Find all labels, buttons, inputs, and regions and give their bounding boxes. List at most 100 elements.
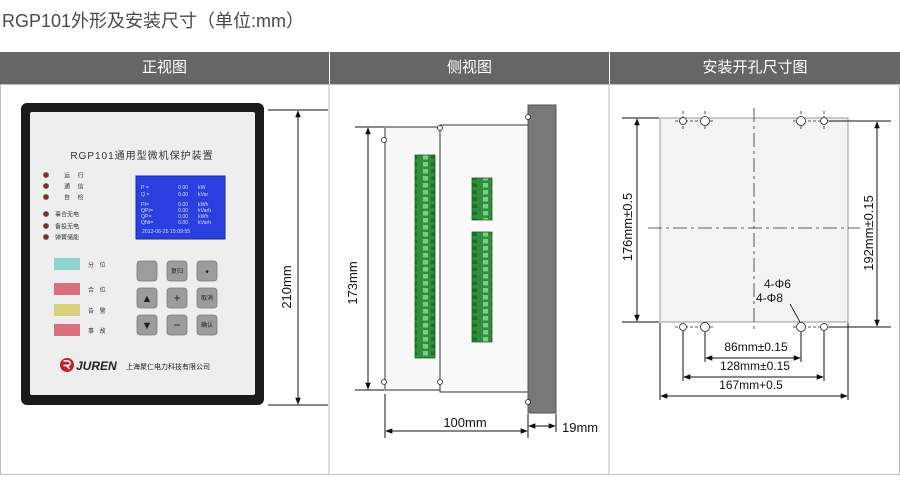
terminal-block-lower (471, 231, 493, 343)
side-depth-label: 100mm (443, 415, 486, 430)
status-led-group: 运 行 通 信 自 检 (43, 172, 87, 202)
width-128-label: 128mm±0.15 (720, 359, 790, 373)
led-label-comm: 通 信 (64, 183, 87, 191)
led-icon (43, 234, 49, 240)
mounting-hole-group (675, 111, 832, 332)
brand-logo: JUREN 上海聚仁电力科技有限公司 (60, 358, 210, 373)
indicator-label-fault: 事 故 (88, 327, 108, 335)
indicator-label-open: 分 位 (88, 261, 108, 269)
lcd-screen: P = 0.00 kW Q = 0.00 kVar Pt= 0.00 kWh Q… (135, 175, 226, 240)
screw-icon (525, 114, 531, 120)
cutout-height-dimension (622, 117, 659, 323)
lcd-label: P = (141, 185, 149, 191)
keypad: 复归 • ▲ + 取消 ▼ − 确认 (136, 260, 218, 336)
dimension-drawing: RGP101通用型微机保护装置 运 行 通 信 自 检 事合无电 备投无电 弹簧… (0, 84, 900, 475)
lcd-label: Pt= (141, 202, 149, 208)
lcd-unit: kVar (198, 192, 209, 198)
lcd-unit: kWh (198, 214, 208, 220)
mounting-panel (527, 104, 557, 414)
lcd-unit: kW (198, 185, 206, 191)
lcd-value: 0.00 (178, 192, 188, 198)
lcd-value: 0.00 (178, 202, 188, 208)
device-title: RGP101通用型微机保护装置 (70, 149, 213, 162)
key-reset (166, 260, 188, 282)
lcd-value: 0.00 (178, 185, 188, 191)
screw-icon (437, 125, 443, 131)
key-cancel (196, 287, 218, 309)
key-label-cancel: 取消 (201, 294, 213, 302)
indicator-label-warning: 告 警 (88, 307, 108, 315)
hole-icon (679, 323, 687, 331)
key-minus (166, 314, 188, 336)
width-86-label: 86mm±0.15 (724, 340, 788, 354)
key-label-confirm: 确认 (201, 321, 213, 329)
indicator-fault (54, 324, 80, 336)
center-lines (648, 108, 860, 332)
hole-icon (820, 323, 828, 331)
key-label-dot: • (205, 267, 209, 278)
position-indicator-group: 分 位 合 位 告 警 事 故 (54, 258, 108, 336)
led-label-run: 运 行 (64, 172, 87, 180)
page-title: RGP101外形及安装尺寸（单位:mm） (2, 11, 305, 31)
header-cutout-view: 安装开孔尺寸图 (609, 52, 900, 84)
lcd-label: QPt= (141, 208, 153, 214)
hole-icon (700, 116, 710, 126)
alarm-led-group: 事合无电 备投无电 弹簧储能 (43, 211, 79, 242)
view-header-row: 正视图 侧视图 安装开孔尺寸图 (0, 52, 900, 84)
hole-large-label: 4-Φ8 (756, 291, 783, 305)
lcd-datetime: 2013-06-25 15:09:55 (142, 229, 190, 235)
key-dot (196, 260, 218, 282)
key-down (136, 314, 158, 336)
hole-icon (820, 117, 828, 125)
led-icon (43, 223, 49, 229)
screw-icon (381, 379, 387, 385)
screw-icon-group (381, 114, 531, 405)
led-icon (43, 172, 49, 178)
lcd-unit: kVarh (198, 220, 211, 226)
side-depth-dimension (384, 394, 557, 438)
lcd-unit: kVarh (198, 208, 211, 214)
lcd-label: QNt= (141, 220, 153, 226)
key-confirm (196, 314, 218, 336)
screw-icon (381, 137, 387, 143)
indicator-warning (54, 304, 80, 316)
front-height-dimension (268, 109, 328, 406)
plus-icon: + (173, 291, 180, 305)
header-side-view: 侧视图 (329, 52, 609, 84)
hole-small-label: 4-Φ6 (764, 277, 791, 291)
screw-icon (437, 379, 443, 385)
lcd-value: 0.00 (178, 208, 188, 214)
led-label-alarm-2: 备投无电 (55, 223, 79, 231)
width-167-label: 167mm+0.5 (719, 378, 783, 392)
brand-name: JUREN (76, 359, 117, 373)
led-label-alarm-3: 弹簧储能 (55, 234, 79, 242)
key-plus (166, 287, 188, 309)
led-label-alarm-1: 事合无电 (55, 211, 79, 219)
side-height-dimension (355, 126, 384, 391)
indicator-open (54, 258, 80, 270)
front-height-label: 210mm (279, 265, 294, 308)
hole-vertical-dimension (829, 120, 891, 328)
hole-icon (679, 117, 687, 125)
logo-mark-icon (63, 360, 71, 370)
led-icon (43, 194, 49, 200)
lcd-value: 0.00 (178, 220, 188, 226)
header-front-view: 正视图 (141, 59, 187, 76)
panel-thickness-label: 19mm (562, 420, 598, 435)
side-view: 173mm 100mm 19mm (345, 104, 598, 438)
indicator-label-closed: 合 位 (88, 286, 108, 294)
hole-icon (700, 322, 710, 332)
hole-leader-line (789, 303, 801, 323)
front-view: RGP101通用型微机保护装置 运 行 通 信 自 检 事合无电 备投无电 弹簧… (21, 103, 328, 406)
led-icon (43, 211, 49, 217)
arrow-up-icon: ▲ (142, 293, 153, 305)
terminal-block-upper (471, 177, 493, 221)
led-label-selfcheck: 自 检 (64, 194, 87, 202)
company-name: 上海聚仁电力科技有限公司 (126, 362, 210, 371)
cutout-view: 176mm±0.5 192mm±0.15 4-Φ6 4-Φ8 86mm±0.15… (620, 108, 891, 400)
led-icon (43, 183, 49, 189)
lcd-unit: kWh (198, 202, 208, 208)
lcd-label: Q = (141, 192, 150, 198)
side-height-label: 173mm (345, 261, 360, 304)
arrow-down-icon: ▼ (142, 320, 153, 332)
